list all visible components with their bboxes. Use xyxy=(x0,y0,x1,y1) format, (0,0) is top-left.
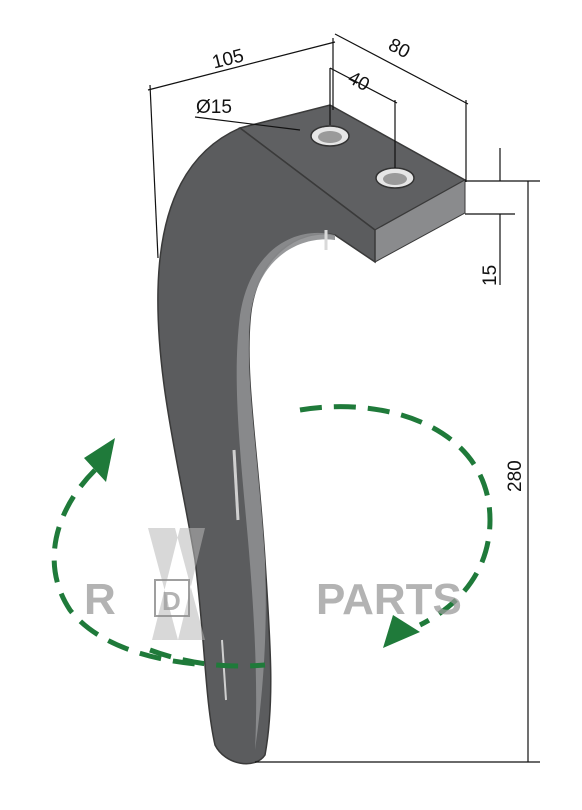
logo-d-box xyxy=(154,579,190,617)
watermark-letter-r: R xyxy=(84,575,116,624)
rotation-arrowhead-top xyxy=(84,438,115,482)
logo-x-mark xyxy=(148,528,205,640)
bolt-hole-1-inner xyxy=(318,131,342,143)
dim-105-ext-left xyxy=(149,84,159,259)
bolt-hole-2-inner xyxy=(383,173,407,185)
watermark-parts: PARTS xyxy=(316,575,462,624)
rotation-arrowhead-bottom xyxy=(383,615,420,648)
tine-shine-3 xyxy=(221,639,227,701)
tine-body xyxy=(157,104,467,765)
rotation-arc-overlay xyxy=(149,647,266,669)
dim-label-105: 105 xyxy=(210,45,246,73)
rotation-arc-front xyxy=(51,468,266,669)
dimension-lines xyxy=(147,33,540,763)
dim-label-diameter: Ø15 xyxy=(196,97,232,118)
tine-bevel xyxy=(236,232,335,750)
dim-40-line xyxy=(329,67,398,104)
dim-80-line xyxy=(334,33,469,105)
dim-label-280: 280 xyxy=(505,460,526,492)
dim-dia-leader xyxy=(194,116,301,131)
watermark-letter-d: D xyxy=(162,586,181,616)
dim-105-line xyxy=(147,41,336,91)
rotation-arrows-icon xyxy=(51,404,493,669)
rdm-logo-icon xyxy=(148,528,205,640)
dim-label-80: 80 xyxy=(385,35,414,63)
tine-shine-2 xyxy=(232,449,240,521)
dim-label-40: 40 xyxy=(344,68,373,96)
tine-blade xyxy=(157,127,376,765)
dim-label-15: 15 xyxy=(480,265,501,286)
rotation-arc-back xyxy=(299,404,493,628)
